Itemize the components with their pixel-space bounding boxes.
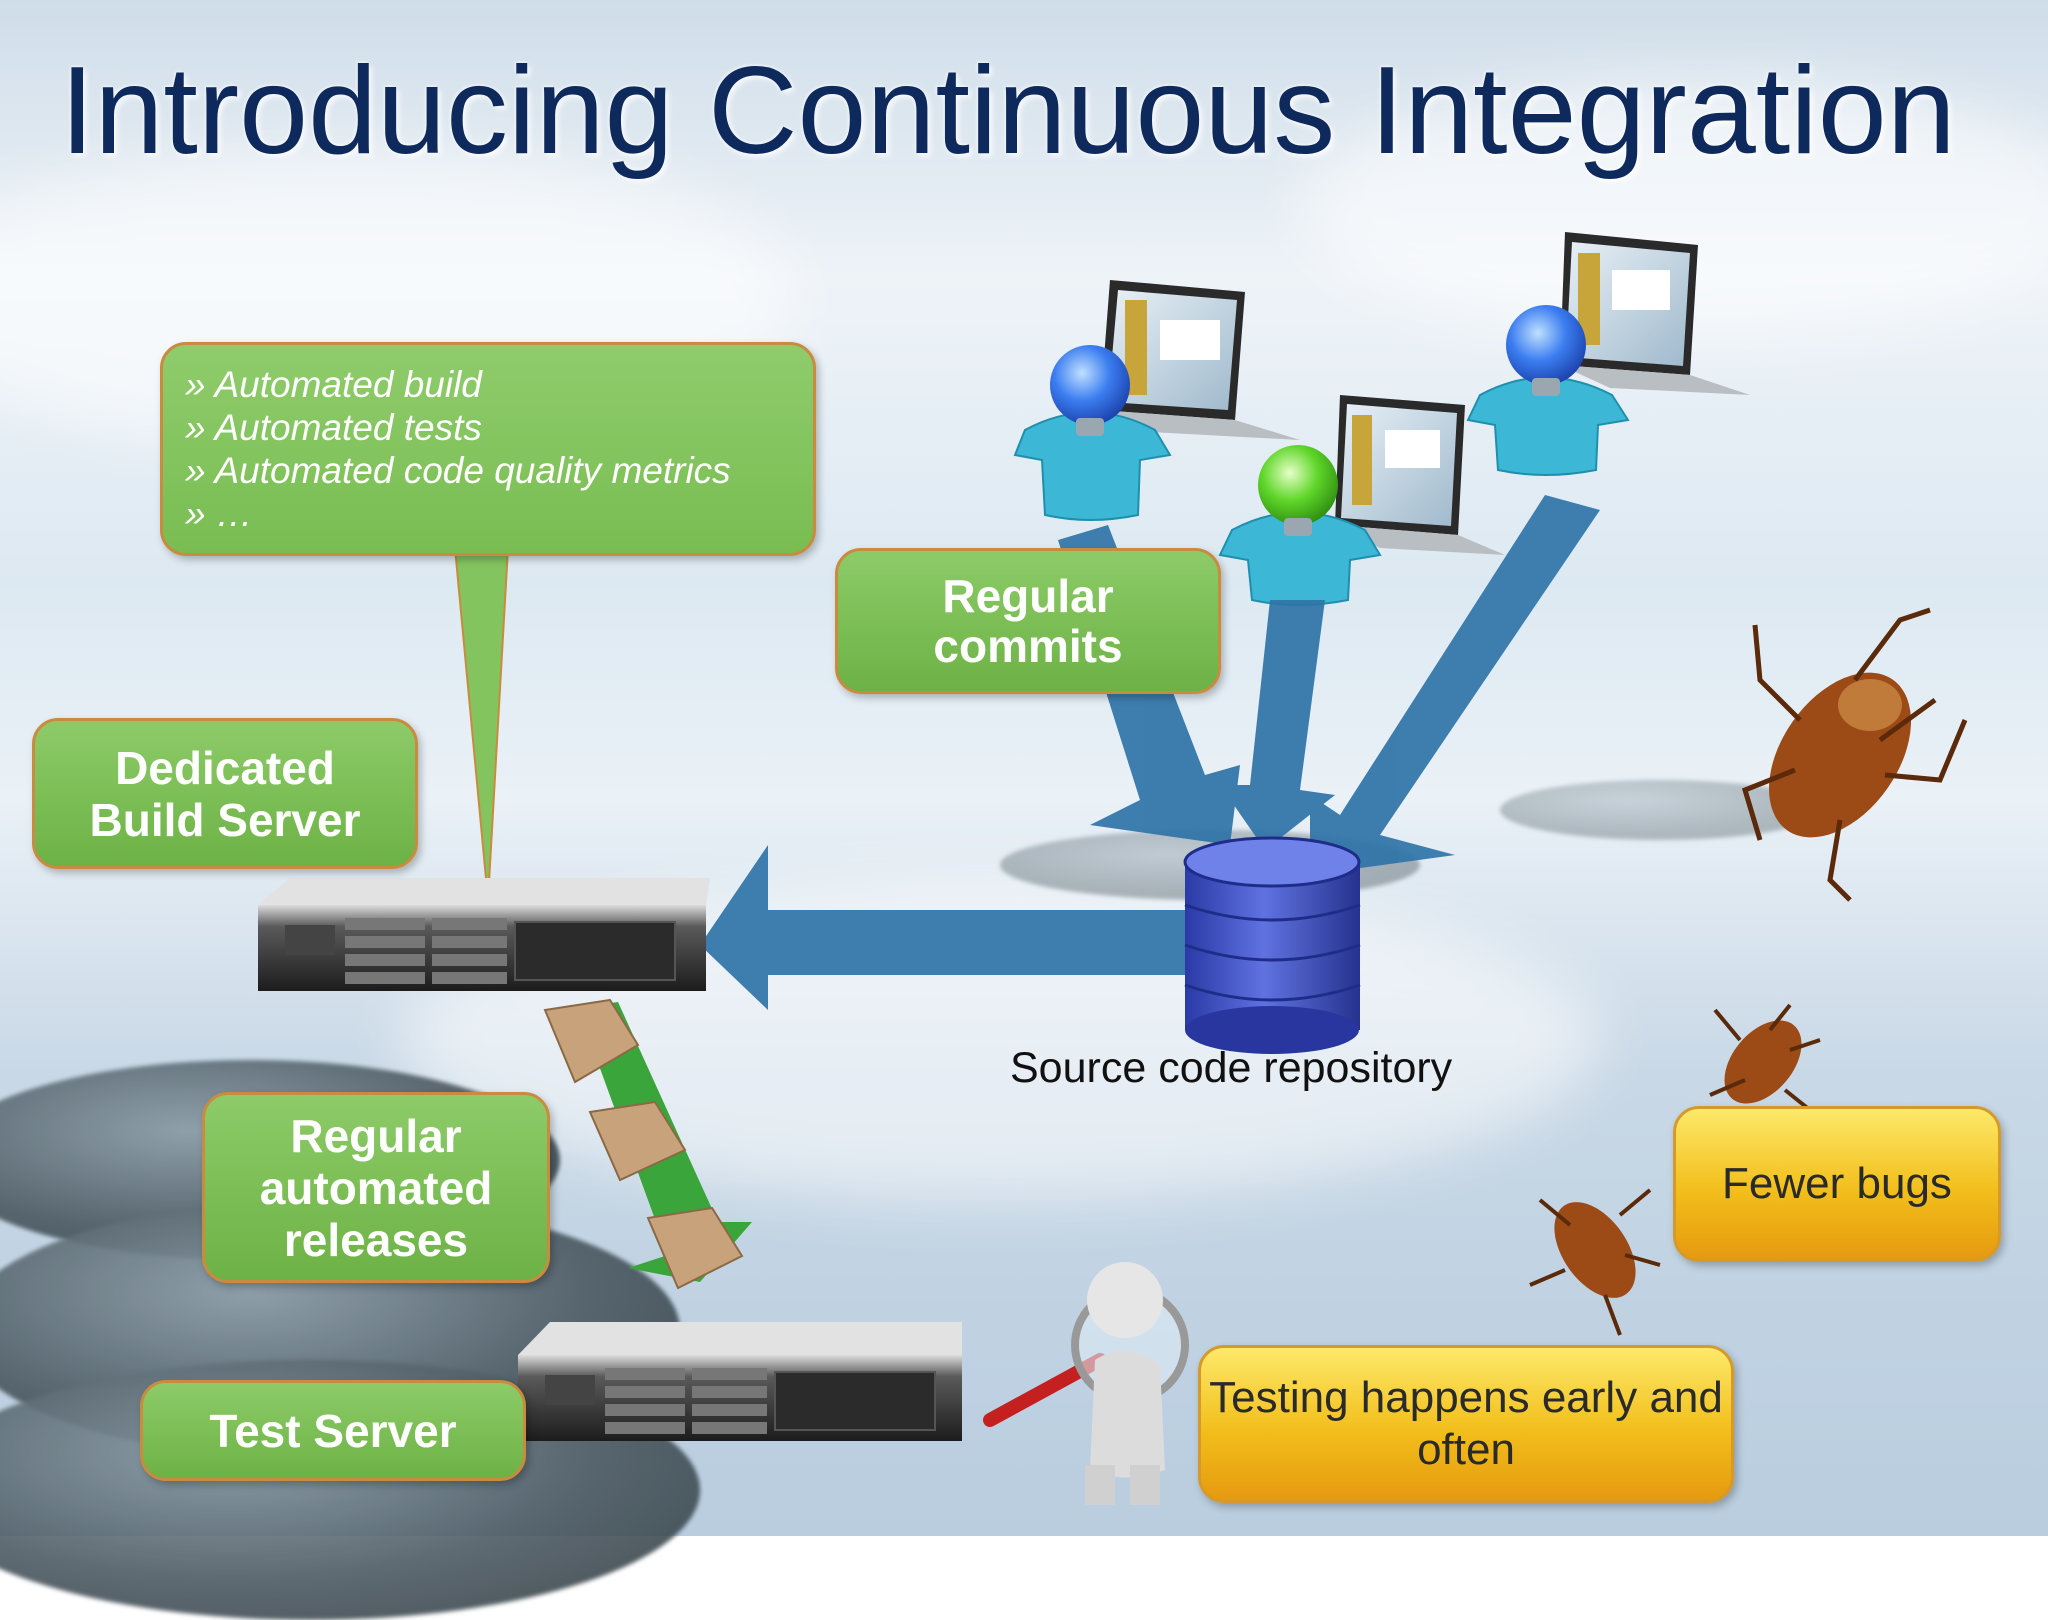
slide-title: Introducing Continuous Integration bbox=[60, 42, 1956, 180]
box-label: automated bbox=[259, 1161, 493, 1214]
bug-icon bbox=[1741, 607, 1968, 902]
deploy-arrow bbox=[700, 845, 1200, 1010]
list-item: » … bbox=[185, 493, 253, 534]
box-label: Fewer bugs bbox=[1722, 1159, 1952, 1208]
dedicated-build-server-box: Dedicated Build Server bbox=[32, 718, 418, 869]
box-label: Regular bbox=[290, 1109, 462, 1162]
automation-callout: » Automated build » Automated tests » Au… bbox=[160, 342, 816, 556]
automation-list: » Automated build » Automated tests » Au… bbox=[185, 363, 813, 535]
source-code-repository-label: Source code repository bbox=[1010, 1044, 1453, 1092]
laptop-icon bbox=[1560, 232, 1750, 395]
build-server-icon bbox=[258, 878, 710, 991]
database-icon bbox=[1183, 836, 1361, 1054]
regular-commits-box: Regular commits bbox=[835, 548, 1221, 694]
box-label: commits bbox=[933, 620, 1123, 672]
box-label: Dedicated bbox=[115, 741, 335, 794]
box-label: Regular bbox=[942, 570, 1114, 622]
laptop-icon bbox=[1100, 280, 1300, 440]
user-icon bbox=[1013, 345, 1172, 521]
fewer-bugs-box: Fewer bugs bbox=[1673, 1106, 2001, 1262]
test-server-icon bbox=[518, 1322, 962, 1441]
user-icon bbox=[1466, 305, 1630, 476]
regular-automated-releases-box: Regular automated releases bbox=[202, 1092, 550, 1283]
bug-icon bbox=[1529, 1188, 1661, 1336]
user-icon bbox=[1218, 445, 1382, 606]
magnifier-icon bbox=[983, 1262, 1189, 1505]
box-label: Test Server bbox=[209, 1404, 457, 1457]
callout-pointer bbox=[453, 547, 510, 901]
box-label: releases bbox=[283, 1213, 469, 1266]
stone bbox=[1500, 780, 1820, 840]
list-item: » Automated code quality metrics bbox=[185, 450, 731, 491]
list-item: » Automated build bbox=[185, 364, 482, 405]
box-label: Testing happens early bbox=[1209, 1373, 1638, 1422]
bug-icon bbox=[1709, 1003, 1821, 1112]
box-label: Build Server bbox=[89, 793, 361, 846]
test-server-box: Test Server bbox=[140, 1380, 526, 1481]
laptop-icon bbox=[1335, 395, 1505, 555]
testing-early-box: Testing happens early and often bbox=[1198, 1345, 1734, 1503]
package-icon bbox=[543, 998, 744, 1290]
list-item: » Automated tests bbox=[185, 407, 482, 448]
box-label: and often bbox=[1417, 1373, 1723, 1474]
